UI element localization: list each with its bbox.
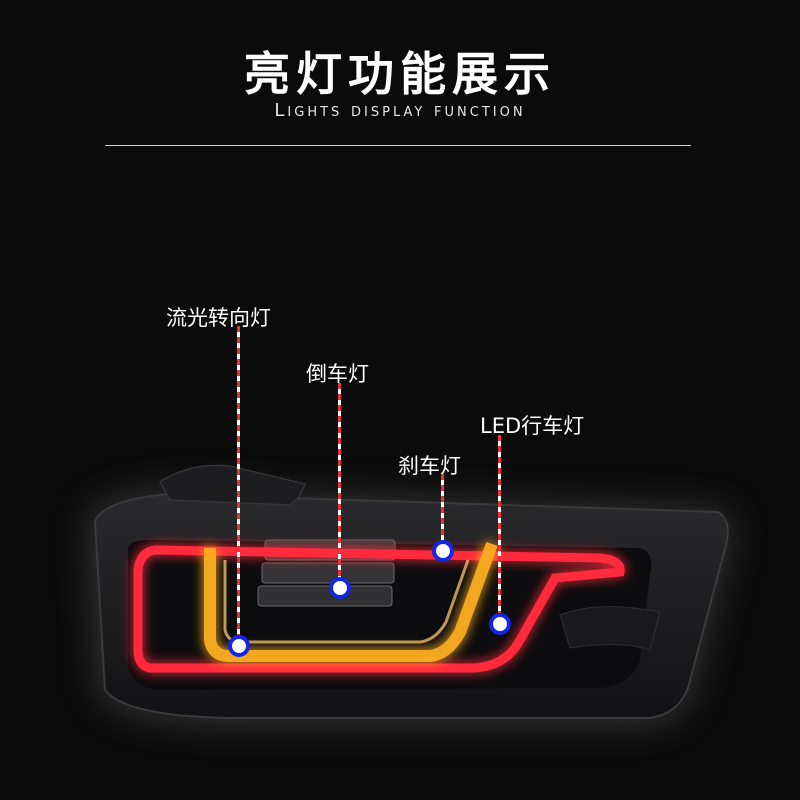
callout-reverse-marker [329,577,351,599]
callout-led-running-leader [498,435,501,615]
callout-flowing-turn-leader [237,326,240,642]
callout-led-running-marker [489,613,511,635]
callout-flowing-turn-marker [228,635,250,657]
page-title: 亮灯功能展示 [244,47,556,101]
callout-flowing-turn-label: 流光转向灯 [166,306,271,330]
red-light-bar [133,545,625,673]
page-subtitle: Lights display function [274,100,526,121]
callout-reverse-label: 倒车灯 [306,362,369,386]
callout-led-running-label: LED行车灯 [480,414,585,438]
callout-brake-marker [432,540,454,562]
callout-brake-label: 刹车灯 [398,454,461,478]
callout-brake-leader [441,474,444,542]
callout-reverse-leader [338,383,341,579]
title-divider [105,145,691,146]
amber-light-bar [204,541,498,662]
